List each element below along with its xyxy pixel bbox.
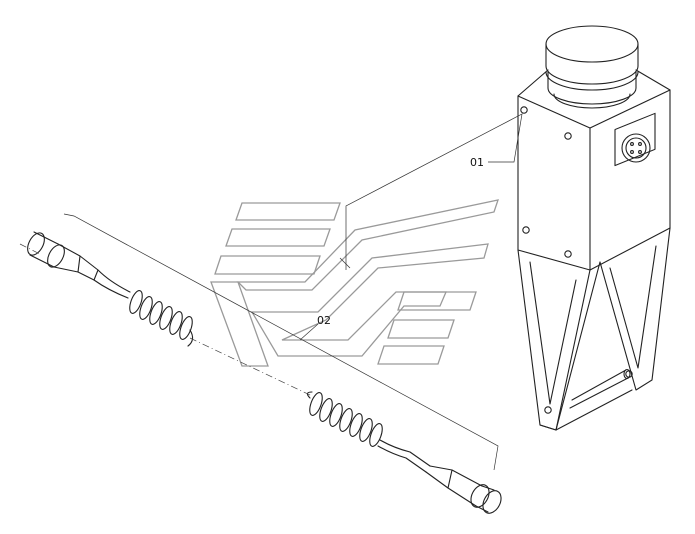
housing-block [517,69,671,271]
cable-connector-left [27,231,131,299]
cable-coil-lower [306,391,431,473]
cylinder-cap [545,25,639,109]
axis-lines [19,213,499,471]
sensor-bracket-assembly [517,25,671,431]
coiled-cable [27,231,502,514]
cable-coil-upper [129,290,194,347]
connector-socket [614,112,656,167]
leader-lines [299,113,523,341]
watermark-logo [210,199,499,367]
callout-02: 02 [317,314,331,327]
cable-connector-right [425,465,502,514]
callout-01: 01 [470,156,484,169]
bracket-legs [517,227,671,431]
